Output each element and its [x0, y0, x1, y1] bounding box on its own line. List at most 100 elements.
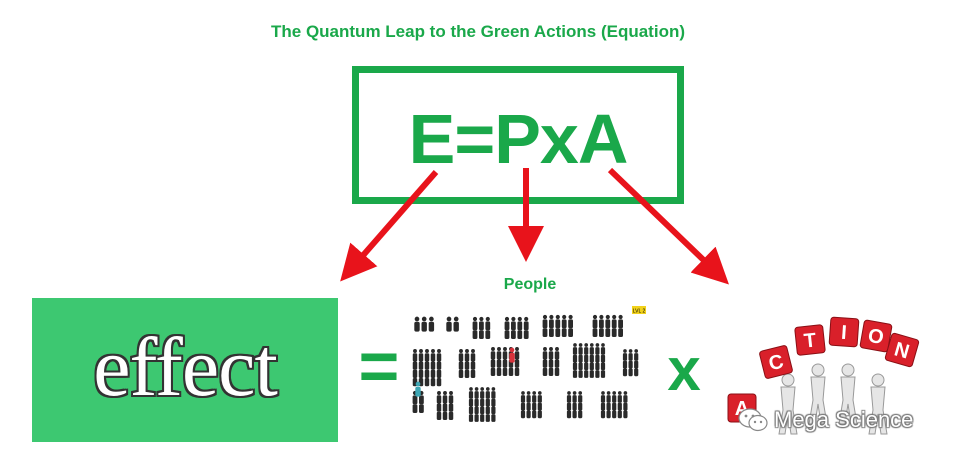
- person-figure: [509, 347, 515, 363]
- action-letter: I: [840, 322, 847, 344]
- people-crowd-image: LVL 2: [412, 306, 646, 422]
- person-figure: [491, 410, 496, 422]
- person-figure: [472, 325, 478, 339]
- arrow-to-effect: [340, 170, 439, 282]
- person-figure: [523, 325, 529, 339]
- person-figure: [554, 363, 560, 376]
- person-figure: [520, 406, 526, 419]
- equals-sign: =: [358, 327, 400, 405]
- effect-panel: effect: [32, 298, 338, 442]
- crowd-badge-text: LVL 2: [633, 309, 646, 315]
- person-figure: [446, 316, 452, 332]
- person-figure: [634, 364, 639, 377]
- person-figure: [612, 406, 617, 419]
- person-figure: [578, 366, 583, 378]
- person-figure: [537, 406, 542, 419]
- support-figure: [808, 363, 828, 425]
- arrow-to-action: [607, 167, 729, 285]
- person-figure: [568, 323, 573, 337]
- person-figure: [464, 365, 470, 378]
- person-figure: [606, 406, 611, 419]
- action-letter: O: [866, 325, 885, 349]
- effect-word: effect: [93, 321, 278, 414]
- person-figure: [470, 365, 476, 378]
- person-figure: [600, 406, 606, 419]
- person-figure: [474, 410, 479, 422]
- person-figure: [421, 316, 427, 332]
- person-figure: [589, 366, 594, 378]
- person-figure: [496, 363, 502, 376]
- person-figure: [514, 363, 520, 376]
- person-figure: [584, 366, 589, 378]
- person-figure: [561, 323, 567, 337]
- action-letter: C: [767, 351, 786, 376]
- watermark-text: Mega Science: [774, 407, 914, 432]
- person-figure: [430, 373, 436, 387]
- page-title: The Quantum Leap to the Green Actions (E…: [271, 22, 685, 41]
- person-figure: [517, 325, 523, 339]
- person-figure: [628, 364, 633, 377]
- person-figure: [599, 323, 604, 337]
- person-figure: [508, 363, 514, 376]
- crowd-badge: [632, 306, 646, 314]
- times-sign: x: [667, 336, 701, 403]
- person-figure: [542, 363, 548, 376]
- wechat-icon: [738, 408, 768, 432]
- person-figure: [453, 316, 459, 332]
- action-cube: C: [759, 345, 793, 379]
- person-figure: [511, 325, 516, 339]
- person-figure: [595, 366, 600, 378]
- person-figure: [458, 365, 464, 378]
- person-figure: [412, 399, 418, 413]
- person-figure: [532, 406, 537, 419]
- person-figure: [502, 363, 508, 376]
- person-figure: [424, 373, 430, 387]
- person-figure: [436, 373, 442, 387]
- person-figure: [549, 323, 554, 337]
- person-figure: [622, 364, 628, 377]
- person-figure: [504, 325, 510, 339]
- action-letter: T: [803, 329, 817, 352]
- person-figure: [479, 325, 484, 339]
- person-figure: [428, 316, 435, 332]
- action-cube: T: [794, 324, 826, 356]
- action-cube: N: [884, 332, 920, 368]
- person-figure: [623, 406, 628, 419]
- person-figure: [611, 323, 617, 337]
- support-figure: [868, 373, 888, 435]
- person-figure: [617, 406, 622, 419]
- person-figure: [542, 323, 548, 337]
- person-figure: [592, 323, 598, 337]
- person-figure: [548, 363, 554, 376]
- person-figure: [485, 325, 491, 339]
- person-figure: [566, 406, 572, 419]
- person-figure: [468, 410, 474, 422]
- person-figure: [555, 323, 561, 337]
- person-figure: [419, 399, 424, 413]
- watermark: Mega Science: [738, 406, 913, 434]
- person-figure: [480, 410, 485, 422]
- action-cube: I: [828, 316, 860, 348]
- person-figure: [572, 366, 578, 378]
- person-figure: [605, 323, 611, 337]
- person-figure: [490, 363, 496, 376]
- people-label: People: [503, 276, 557, 293]
- support-figure: [838, 363, 858, 425]
- person-figure: [578, 406, 583, 419]
- equation-text: E=PxA: [408, 100, 629, 178]
- person-figure: [485, 410, 490, 422]
- person-figure: [600, 366, 606, 378]
- person-figure: [414, 316, 420, 332]
- action-letter: N: [892, 338, 912, 363]
- person-figure: [442, 407, 448, 420]
- person-figure: [436, 407, 442, 420]
- action-cube: O: [859, 319, 893, 353]
- person-figure: [415, 381, 421, 397]
- person-figure: [526, 406, 531, 419]
- support-figure: [778, 373, 798, 435]
- person-figure: [618, 323, 623, 337]
- person-figure: [448, 407, 454, 420]
- equation-box: E=PxA: [352, 66, 684, 204]
